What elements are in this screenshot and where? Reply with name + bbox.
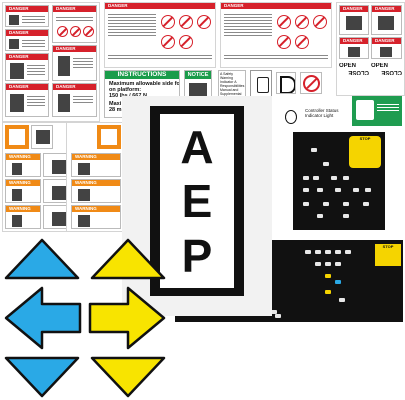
aep-label: A E P — [150, 106, 244, 296]
danger-label: DANGER — [52, 45, 97, 81]
manual-icon — [250, 70, 272, 100]
open-close-label: OPEN CLOSE — [339, 63, 369, 91]
arrow-left-icon-blue — [4, 286, 82, 350]
danger-label: DANGER — [5, 83, 49, 117]
danger-label: DANGER — [339, 5, 369, 35]
danger-label: DANGER — [339, 37, 369, 59]
warning-symbol-label — [97, 125, 121, 149]
warning-label: WARNING — [5, 205, 41, 229]
warning-label: WARNING — [71, 153, 121, 177]
danger-label: DANGER — [52, 5, 97, 43]
stop-button-label: STOP — [349, 136, 381, 168]
danger-label: DANGER — [5, 53, 49, 81]
danger-label: DANGER — [5, 5, 49, 27]
triangle-up-icon-yellow — [90, 238, 166, 280]
no-smoking-icon — [300, 72, 322, 94]
d-symbol-icon — [276, 72, 296, 94]
danger-sheet-2: DANGER — [104, 2, 216, 68]
danger-label: DANGER — [371, 37, 402, 59]
danger-sheet-1: DANGER DANGER DANGER DANGER DANGER DANGE… — [2, 2, 100, 122]
warning-label — [31, 125, 53, 149]
warning-label: WARNING — [71, 179, 121, 203]
notice-text-label: A Safety Warning Indicator A Responsibil… — [218, 70, 246, 100]
warning-label: WARNING — [5, 153, 41, 177]
controller-status-label — [282, 108, 300, 128]
lightbulb-icon — [352, 96, 402, 126]
warning-label: WARNING — [71, 205, 121, 229]
triangle-down-icon-blue — [4, 356, 80, 398]
triangle-down-icon-yellow — [90, 356, 166, 398]
controller-status-label: Controller Status Indicator Light — [305, 108, 347, 132]
warning-label: WARNING — [5, 179, 41, 203]
triangle-up-icon-blue — [4, 238, 80, 280]
aep-letter: E — [181, 175, 213, 227]
warning-sheet-2: WARNING WARNING WARNING — [66, 122, 126, 232]
direction-arrows — [4, 238, 166, 398]
danger-sheet-4: DANGER DANGER DANGER DANGER OPEN CLOSE O… — [336, 2, 405, 96]
aep-letter: A — [180, 120, 214, 173]
danger-label: DANGER — [371, 5, 402, 35]
control-panel-small: STOP — [293, 132, 385, 230]
danger-sheet-3: DANGER — [220, 2, 332, 68]
danger-label: DANGER — [52, 83, 97, 117]
danger-label: DANGER — [5, 29, 49, 51]
open-close-label: OPEN CLOSE — [371, 63, 402, 91]
arrow-right-icon-yellow — [88, 286, 166, 350]
aep-letter: P — [181, 229, 213, 282]
stop-button-label: STOP — [375, 244, 401, 266]
warning-symbol-label — [5, 125, 29, 149]
